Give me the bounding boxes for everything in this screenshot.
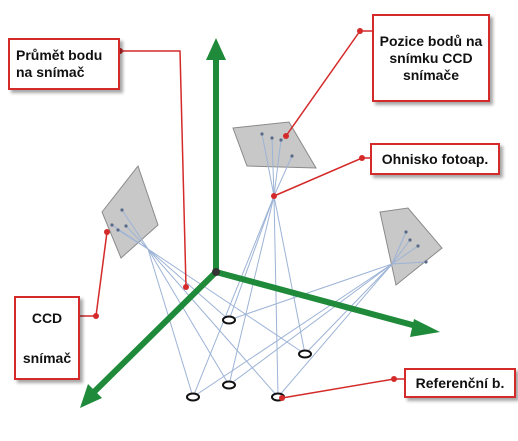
sensor-right: [379, 207, 443, 286]
leader-ref: [281, 378, 404, 399]
label-ccd-image-positions: Pozice bodů na snímku CCD snímače: [372, 14, 490, 102]
sensor-top: [232, 121, 317, 169]
label-positions-line-2: snímku CCD: [389, 49, 473, 66]
label-ccd-line-1: CCD: [31, 309, 63, 326]
axis-y-arrowhead: [80, 384, 102, 408]
leader-pozice: [285, 30, 372, 137]
axis-z-arrowhead: [206, 38, 226, 60]
axis-x: [215, 269, 421, 330]
sensor-left: [101, 164, 159, 259]
leader-ccd: [80, 231, 108, 317]
leader-dots: [93, 28, 397, 401]
label-focus-text: Ohnisko fotoap.: [381, 150, 489, 167]
label-camera-focus: Ohnisko fotoap.: [370, 143, 500, 175]
label-positions-line-3: snímače: [402, 66, 460, 83]
image-points: [110, 132, 428, 264]
axis-y: [91, 269, 219, 395]
origin-point: [212, 268, 220, 276]
label-positions-line-1: Pozice bodů na: [379, 32, 483, 49]
label-ccd-line-2: snímač: [22, 349, 72, 366]
reference-points: [186, 315, 312, 402]
label-projection-line-1: Průmět bodu: [16, 47, 103, 63]
label-ccd-sensor: CCD snímač: [14, 296, 80, 380]
leader-prumet: [120, 50, 187, 288]
label-projection-line-2: na snímač: [16, 64, 85, 80]
axis-x-arrowhead: [410, 319, 440, 337]
label-projection-on-sensor: Průmět bodu na snímač: [8, 38, 120, 90]
label-reference-text: Referenční b.: [415, 374, 505, 391]
label-reference-points: Referenční b.: [404, 368, 516, 398]
